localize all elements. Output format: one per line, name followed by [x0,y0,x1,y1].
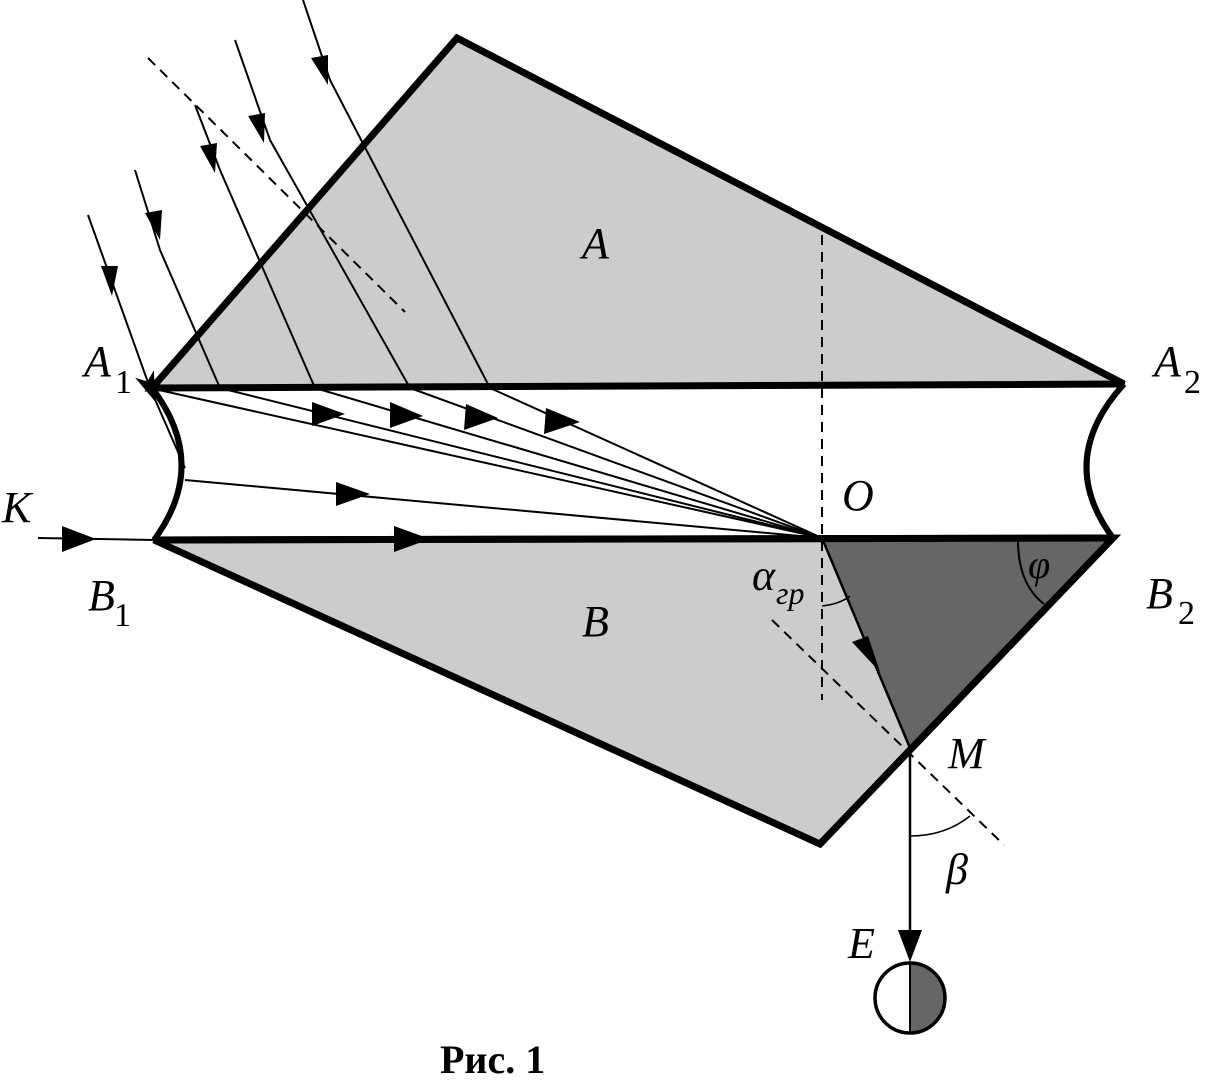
label-m: M [947,729,987,778]
incident-ray-4 [234,39,411,389]
liquid-ray-arrows [312,402,580,506]
incident-ray-2 [134,169,221,389]
label-b2-sub: 2 [1178,595,1195,632]
label-o: O [842,471,874,520]
incident-arrows [101,55,328,296]
eyepiece-dark-half [910,963,945,1033]
wavefront-dashed [147,57,406,313]
phi-arc [1017,539,1045,605]
liquid-left-meniscus [149,386,185,542]
grazing-arrow-2 [394,526,430,552]
grazing-arrow-1 [62,526,96,552]
label-b1-sub: 1 [114,597,131,634]
label-b2: B [1146,569,1173,618]
label-alpha: α [752,551,776,600]
ray-o-m-arrow [852,636,880,672]
edge-redraw-right [817,535,1116,847]
alpha-arc [821,595,851,607]
incident-ray-5 [302,0,491,389]
label-a2: A [1151,337,1182,386]
figure-caption: Рис. 1 [440,1037,545,1078]
edge-redraw-top [153,534,1114,544]
incident-ray-3 [194,104,316,389]
label-beta: β [945,845,968,894]
ray-m-e-arrow [898,930,922,962]
prism-a [144,33,1126,392]
eyepiece-light-half [875,963,910,1033]
label-alpha-sub: гр [776,575,804,611]
label-a2-sub: 2 [1184,364,1201,401]
dark-region [822,538,1113,748]
label-a: A [579,219,610,268]
beta-arc [909,815,971,837]
label-k: K [1,483,34,532]
label-b: B [582,597,609,646]
label-a1: A [81,337,112,386]
label-e: E [847,919,875,968]
label-b1: B [88,571,115,620]
normal-m [771,619,1005,846]
label-phi: φ [1028,542,1050,587]
liquid-right-meniscus [1083,381,1127,540]
liquid-rays [149,387,823,539]
label-a1-sub: 1 [115,364,132,401]
